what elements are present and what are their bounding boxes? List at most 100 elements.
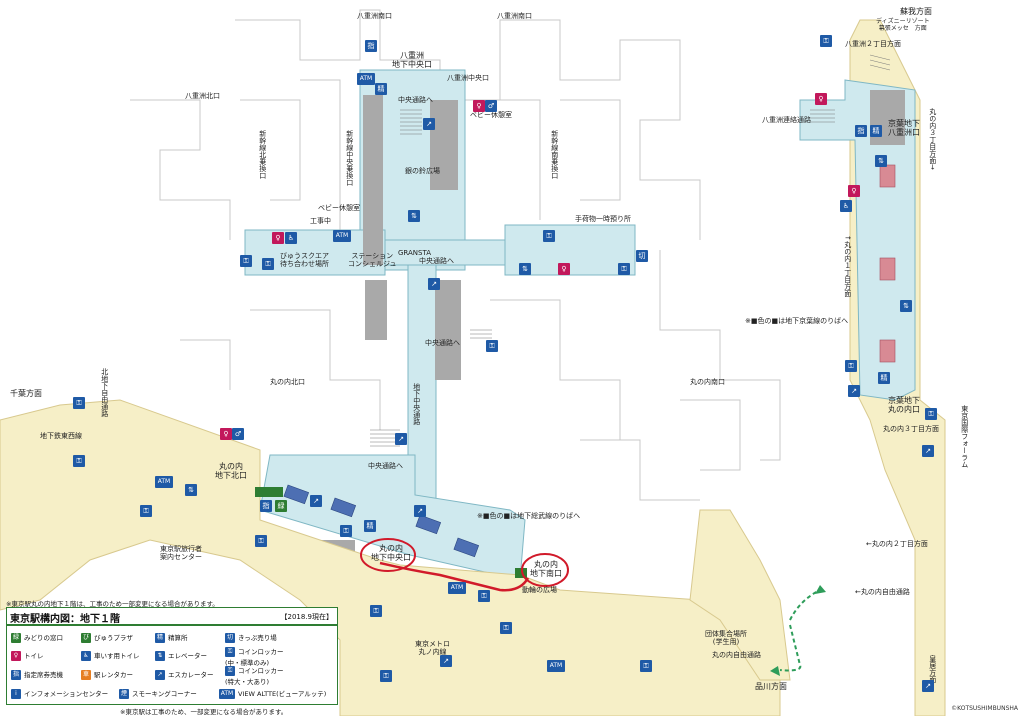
- midori-window-icon: 緑: [275, 500, 287, 512]
- rental-car-icon: 車: [81, 670, 91, 680]
- elevator-icon-4: ⇅: [875, 155, 887, 167]
- fare-adjust-icon-2: 精: [364, 520, 376, 532]
- label-yaesu-chika-chuo: 八重洲 地下中央口: [392, 51, 432, 69]
- coin-locker-icon-10: ⚿: [255, 535, 267, 547]
- midori-window-icon: 緑: [11, 633, 21, 643]
- arrow-head-bottom: [770, 666, 780, 676]
- ticket-machine-icon-2: 指: [260, 500, 272, 512]
- view-plaza-icon: び: [81, 633, 91, 643]
- legend-item-elevator: ⇅エレベーター: [155, 650, 207, 661]
- ticket-machine-icon: 指: [365, 40, 377, 52]
- legend-item-view-plaza: びびゅうプラザ: [81, 633, 133, 643]
- label-sobu-note: ※■色の■は地下総武線のりばへ: [477, 512, 581, 520]
- label-shinkansen-2: 新幹線北乗換口: [258, 130, 267, 179]
- elevator-icon: ⇅: [155, 651, 165, 661]
- legend-item-coin-locker-large: ⚿コインロッカー (特大・大あり): [225, 666, 284, 686]
- label-shinkansen-3: 新幹線南乗換口: [550, 130, 559, 179]
- label-marunouchi-chika-kita: 丸の内 地下北口: [215, 462, 247, 480]
- label-shinagawa: 品川方面: [755, 682, 787, 691]
- label-marunouchi-3-bottom: 丸の内３丁目方面: [883, 425, 939, 433]
- coin-locker-icon-8: ⚿: [140, 505, 152, 517]
- label-keiyo-yaesu: 京葉地下 八重洲口: [888, 119, 920, 137]
- coin-locker-icon-3: ⚿: [543, 230, 555, 242]
- coin-locker-icon-12: ⚿: [370, 605, 382, 617]
- label-marunouchi-chika-minami: 丸の内 地下南口: [530, 560, 562, 578]
- legend-item-midori: 緑みどりの窓口: [11, 633, 63, 643]
- sobu-platform-stairs: [283, 484, 480, 558]
- label-doukai-hiroba: 動輪の広場: [522, 586, 557, 594]
- elevator-icon: ⇅: [408, 210, 420, 222]
- label-marunouchi-2: ←丸の内２丁目方面: [866, 540, 928, 548]
- label-baby-room-2: ベビー休憩室: [318, 204, 360, 212]
- legend-item-ticket-sales: 切きっぷ売り場: [225, 633, 277, 643]
- label-disney: ディズニーリゾート 幕張メッセ 方面: [876, 18, 930, 32]
- label-pyura-square: びゅうスクエア 待ち合わせ場所: [280, 252, 329, 268]
- atm-icon-5: ATM: [547, 660, 565, 672]
- escalator-icon-4: ↗: [310, 495, 322, 507]
- label-chika-chuo-tsuro: 地下中央通路: [412, 383, 421, 425]
- legend-item-escalator: ↗エスカレーター: [155, 669, 214, 680]
- label-chuo-tsuro-3: 中央通路へ: [425, 339, 460, 347]
- legend-item-toilet: ♀トイレ: [11, 650, 44, 661]
- highlight-chuo: [360, 538, 416, 572]
- ticket-sales-icon: 切: [636, 250, 648, 262]
- note-bottom: ※東京駅は工事のため、一部変更になる場合があります。: [120, 708, 288, 716]
- fare-adjust-icon: 精: [375, 83, 387, 95]
- label-yaesu-renraku: 八重洲連絡通路: [762, 116, 811, 124]
- label-chuo-tsuro-2: 中央通路へ: [419, 257, 454, 265]
- coin-locker-icon-9: ⚿: [340, 525, 352, 537]
- label-yaesu-chuo: 八重洲中央口: [447, 74, 489, 82]
- copyright: ©KOTSUSHIMBUNSHA: [951, 705, 1018, 712]
- coin-locker-icon-18: ⚿: [925, 408, 937, 420]
- toilet-icon-3: ♀: [272, 232, 284, 244]
- toilet-icon-5: ♀: [220, 428, 232, 440]
- escalator-icon: ↗: [423, 118, 435, 130]
- atm-icon: ATM: [357, 73, 375, 85]
- label-keiyo-note: ※■色の■は地下京葉線のりばへ: [745, 317, 849, 325]
- legend-item-reserved-ticket: 指指定席券売機: [11, 670, 63, 680]
- toilet-icon-7: ♀: [815, 93, 827, 105]
- elevator-icon-3: ⇅: [185, 484, 197, 496]
- escalator-icon-9: ↗: [922, 680, 934, 692]
- ticket-machine-icon: 指: [11, 670, 21, 680]
- coin-locker-large-icon: ⚿: [225, 666, 235, 676]
- coin-locker-icon-6: ⚿: [73, 397, 85, 409]
- label-yaesu-2: 八重洲２丁目方面: [845, 40, 901, 48]
- label-yaesu-kita: 八重洲北口: [185, 92, 220, 100]
- highlight-minami: [521, 553, 569, 587]
- smoking-icon: 煙: [119, 689, 129, 699]
- label-yaesu-minami: 八重洲南口: [357, 12, 392, 20]
- escalator-icon: ↗: [155, 670, 165, 680]
- coin-locker-icon-13: ⚿: [500, 622, 512, 634]
- label-chuo-tsuro-4: 中央通路へ: [368, 462, 403, 470]
- legend-item-rental-car: 車駅レンタカー: [81, 670, 133, 680]
- legend-item-fare-adjust: 精精算所: [155, 633, 188, 643]
- label-marunouchi-kita-top: 丸の内北口: [270, 378, 305, 386]
- coin-locker-icon-2: ⚿: [262, 258, 274, 270]
- escalator-icon-6: ↗: [440, 655, 452, 667]
- map-legend: 東京駅構内図：地下１階 【2018.9現在】 緑みどりの窓口 びびゅうプラザ 精…: [6, 607, 338, 705]
- fare-adjust-icon-3: 精: [870, 125, 882, 137]
- label-tenimotsu: 手荷物一時預り所: [575, 215, 631, 223]
- escalator-icon-5: ↗: [414, 505, 426, 517]
- label-keiyo-marunouchi: 京葉地下 丸の内口: [888, 396, 920, 414]
- coin-locker-icon-14: ⚿: [380, 670, 392, 682]
- label-marunouchi-jiyu-2: ←丸の内自由通路: [855, 588, 910, 596]
- route-line: [379, 561, 530, 592]
- toilet-icon-4: ♀: [558, 263, 570, 275]
- surface-outlines: [130, 9, 781, 501]
- toilet-icon: ♀: [473, 100, 485, 112]
- label-dantai-shuugou: 団体集合場所 (学生用): [705, 630, 747, 646]
- legend-item-accessible-toilet: ♿車いす用トイレ: [81, 650, 140, 661]
- label-ryokou-center: 東京駅旅行者 案内センター: [160, 545, 202, 561]
- label-metro-marunouchi: 東京メトロ 丸ノ内線: [415, 640, 450, 656]
- legend-title: 東京駅構内図：地下１階: [10, 614, 120, 625]
- fare-adjust-icon: 精: [155, 633, 165, 643]
- escalator-icon-8: ↗: [922, 445, 934, 457]
- label-marunouchi-minami: 丸の内南口: [690, 378, 725, 386]
- coin-locker-icon: ⚿: [240, 255, 252, 267]
- toilet-icon-8: ♀: [848, 185, 860, 197]
- label-chuo-tsuro-1: 中央通路へ: [398, 96, 433, 104]
